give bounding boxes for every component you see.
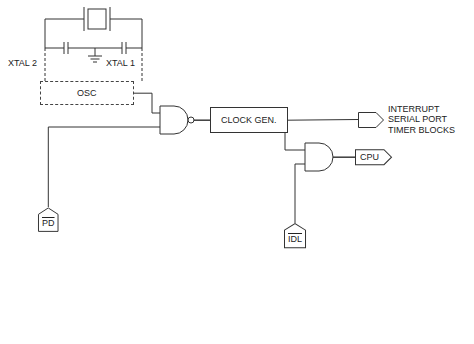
node-text: OSC	[77, 88, 97, 98]
nand-gate	[160, 106, 188, 134]
output-pin: INTERRUPT SERIAL PORT TIMER BLOCKS	[358, 104, 462, 135]
node-text: INTERRUPT SERIAL PORT TIMER BLOCKS	[388, 104, 462, 135]
capacitor-plate	[126, 42, 127, 54]
crystal-body	[88, 9, 106, 29]
node-text: CLOCK GEN.	[221, 115, 277, 125]
ground-symbol	[88, 48, 102, 62]
inverter-bubble	[188, 117, 194, 123]
signal-wire	[48, 120, 210, 207]
input-pin: PD	[38, 207, 59, 232]
oscillator-box: OSC	[40, 81, 134, 105]
osc-lead	[45, 48, 142, 82]
capacitor-plate	[68, 42, 69, 54]
pin-outline	[358, 112, 384, 128]
pin-label: XTAL 2	[8, 58, 37, 68]
node-text: PD	[42, 218, 55, 228]
pin-label: XTAL 1	[106, 58, 135, 68]
input-pin: IDL	[284, 223, 306, 248]
output-pin: CPU	[355, 149, 392, 165]
capacitor-plate	[122, 42, 123, 54]
node-text: CPU	[360, 152, 379, 162]
node-text: IDL	[288, 234, 302, 244]
capacitor-plate	[64, 42, 65, 54]
clock-generator-box: CLOCK GEN.	[210, 107, 288, 133]
and-gate	[305, 143, 333, 171]
capacitor-wire	[45, 48, 142, 49]
signal-wire	[288, 119, 359, 121]
